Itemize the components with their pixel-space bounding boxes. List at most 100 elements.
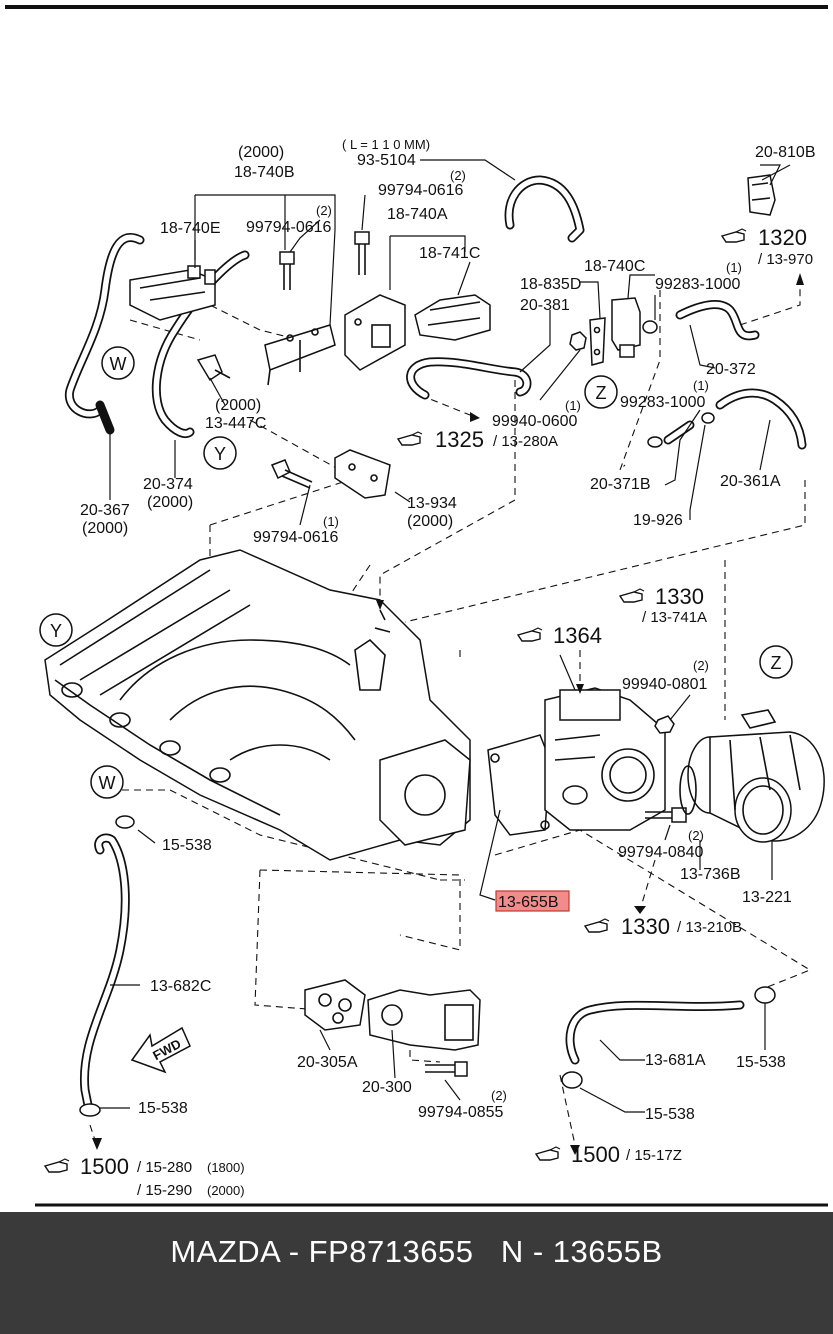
- label-20-372: 20-372: [706, 361, 756, 378]
- svg-text:/ 13-970: / 13-970: [758, 251, 813, 268]
- ref-1364: 1364: [517, 623, 602, 648]
- solenoid-valve-18-741C: [414, 294, 491, 341]
- clamp-15-538-d: [561, 1071, 583, 1089]
- ref-1500-b: 1500 / 15-280 (1800) / 15-290 (2000): [44, 1154, 245, 1199]
- label-99794-0616: 99794-0616: [253, 529, 339, 546]
- svg-text:Y: Y: [214, 444, 226, 464]
- callout-w-top: W: [101, 346, 135, 380]
- bracket-18-740B: [264, 324, 336, 386]
- label-year-2000: (2000): [215, 397, 261, 414]
- label-99794-0855: 99794-0855: [418, 1104, 504, 1121]
- throttle-body: [544, 687, 666, 831]
- bracket-13-934: [334, 449, 391, 499]
- label-15-538: 15-538: [162, 837, 212, 854]
- label-20-381: 20-381: [520, 297, 570, 314]
- svg-text:1364: 1364: [553, 623, 602, 648]
- label-99940-0600: 99940-0600: [492, 413, 578, 430]
- label-18-835D: 18-835D: [520, 276, 581, 293]
- svg-text:1330: 1330: [621, 914, 670, 939]
- label-year-2000: (2000): [147, 494, 193, 511]
- svg-text:(2000): (2000): [207, 1183, 245, 1198]
- label-19-926: 19-926: [633, 512, 683, 529]
- clip-13-447C: [196, 354, 231, 382]
- hose-20-361A: [715, 388, 807, 450]
- vacuum-hose-20-367: [64, 233, 145, 435]
- fwd-arrow: FWD: [130, 1026, 191, 1074]
- ref-1330-b: 1330 / 13-210B: [584, 914, 742, 939]
- bolt-99794-0616-b: [354, 231, 370, 275]
- clamp-15-538-b: [79, 1103, 101, 1117]
- arrow-heads: [92, 273, 804, 1155]
- svg-text:1320: 1320: [758, 225, 807, 250]
- footer-bar: MAZDA - FP8713655 N - 13655B: [0, 1212, 833, 1334]
- hose-13-681A: [565, 1000, 745, 1065]
- callout-w-left: W: [90, 765, 124, 799]
- callout-z-right: Z: [759, 645, 793, 679]
- ref-1500-a: 1500 / 15-17Z: [535, 1142, 682, 1167]
- label-99940-0801: 99940-0801: [622, 676, 708, 693]
- ref-1330-a: 1330 / 13-741A: [619, 584, 707, 626]
- clamp-15-538-a: [115, 815, 135, 829]
- air-hose-13-221: [687, 709, 825, 843]
- label-year-2000: (2000): [82, 520, 128, 537]
- part-labels: (2000) 18-740B 18-740E 99794-0616 (2) 20…: [80, 137, 816, 1123]
- svg-text:1500: 1500: [80, 1154, 129, 1179]
- label-15-538: 15-538: [645, 1106, 695, 1123]
- bracket-18-835D: [589, 317, 606, 366]
- label-qty: (2): [688, 828, 704, 843]
- label-qty: (1): [565, 398, 581, 413]
- label-qty: (2): [316, 203, 332, 218]
- label-20-374: 20-374: [143, 476, 193, 493]
- callout-y-top: Y: [203, 436, 237, 470]
- callout-z-top: Z: [584, 375, 618, 409]
- svg-text:/ 15-280: / 15-280: [137, 1159, 192, 1176]
- bolt-99794-0616-c: [270, 459, 313, 489]
- clamp-13-736B: [679, 765, 697, 815]
- label-qty: (1): [693, 378, 709, 393]
- label-99794-0616: 99794-0616: [246, 219, 332, 236]
- svg-text:1330: 1330: [655, 584, 704, 609]
- label-20-361A: 20-361A: [720, 473, 781, 490]
- label-qty: (1): [726, 260, 742, 275]
- hose-20-371B: [647, 420, 695, 448]
- label-20-300: 20-300: [362, 1079, 412, 1096]
- label-15-538: 15-538: [138, 1100, 188, 1117]
- svg-text:Z: Z: [596, 383, 607, 403]
- label-18-740A: 18-740A: [387, 206, 448, 223]
- label-20-367: 20-367: [80, 502, 130, 519]
- label-18-740E: 18-740E: [160, 220, 221, 237]
- label-18-740C: 18-740C: [584, 258, 645, 275]
- gasket-13-655B: [487, 734, 551, 836]
- hose-20-381: [406, 357, 532, 400]
- label-99283-1000: 99283-1000: [655, 276, 741, 293]
- svg-text:/ 13-280A: / 13-280A: [493, 433, 558, 450]
- label-18-741C: 18-741C: [419, 245, 480, 262]
- bolt-99794-0840: [645, 807, 687, 823]
- label-20-810B: 20-810B: [755, 144, 816, 161]
- label-13-934: 13-934: [407, 495, 457, 512]
- svg-text:/ 15-17Z: / 15-17Z: [626, 1147, 682, 1164]
- label-99794-0616: 99794-0616: [378, 182, 464, 199]
- parts-diagram: FWD: [5, 5, 828, 1207]
- label-20-371B: 20-371B: [590, 476, 651, 493]
- bolt-99794-0616-a: [279, 251, 295, 290]
- clamp-99283-1000-b: [701, 412, 715, 424]
- svg-text:1325: 1325: [435, 427, 484, 452]
- label-15-538: 15-538: [736, 1054, 786, 1071]
- ref-1320: 1320 / 13-970: [721, 225, 813, 268]
- nut-99940-0801: [654, 715, 675, 734]
- label-93-5104: 93-5104: [357, 152, 416, 169]
- vacuum-hose-20-374: [151, 250, 250, 438]
- label-length: ( L = 1 1 0 MM): [342, 137, 430, 152]
- label-99283-1000: 99283-1000: [620, 394, 706, 411]
- label-qty: (2): [450, 168, 466, 183]
- ref-1325: 1325 / 13-280A: [397, 427, 558, 452]
- nut-99940-0600: [569, 331, 587, 351]
- label-99794-0840: 99794-0840: [618, 844, 704, 861]
- solenoid-valve-18-740E: [129, 265, 216, 321]
- gasket-20-305A: [304, 979, 366, 1031]
- svg-text:(1800): (1800): [207, 1160, 245, 1175]
- label-13-681A: 13-681A: [645, 1052, 706, 1069]
- clamp-99283-1000-a: [642, 320, 658, 334]
- svg-text:Z: Z: [771, 653, 782, 673]
